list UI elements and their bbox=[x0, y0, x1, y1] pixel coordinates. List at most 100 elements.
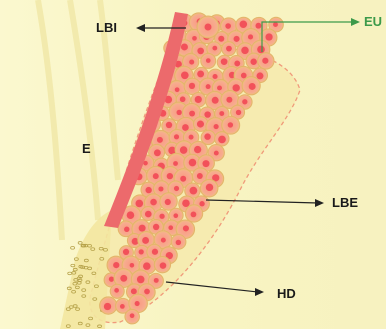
cell-nucleus bbox=[113, 262, 119, 268]
cell-nucleus bbox=[249, 83, 256, 90]
cell-nucleus bbox=[192, 36, 197, 41]
cell-nucleus bbox=[120, 304, 125, 309]
cell-nucleus bbox=[242, 99, 247, 104]
cell-nucleus bbox=[139, 225, 146, 232]
cell-nucleus bbox=[160, 262, 167, 269]
cell-nucleus bbox=[182, 199, 190, 207]
cell-nucleus bbox=[189, 135, 194, 140]
cell-nucleus bbox=[120, 275, 127, 282]
cell-nucleus bbox=[221, 58, 228, 65]
cell-nucleus bbox=[166, 122, 172, 128]
cell-nucleus bbox=[197, 70, 204, 77]
cell-nucleus bbox=[180, 176, 186, 182]
cell-nucleus bbox=[168, 225, 173, 230]
cell-nucleus bbox=[182, 124, 189, 131]
cell-nucleus bbox=[123, 249, 129, 255]
cell-nucleus bbox=[130, 313, 135, 318]
cell-nucleus bbox=[189, 83, 195, 89]
cell-nucleus bbox=[226, 46, 232, 52]
cell-nucleus bbox=[197, 121, 204, 128]
cell-nucleus bbox=[204, 133, 210, 139]
cell-nucleus bbox=[197, 48, 204, 55]
cell-nucleus bbox=[248, 34, 253, 39]
cell-nucleus bbox=[232, 84, 239, 91]
cell-nucleus bbox=[175, 87, 180, 92]
cell-nucleus bbox=[189, 59, 194, 64]
cell-nucleus bbox=[159, 214, 164, 219]
cell-nucleus bbox=[153, 224, 159, 230]
cell-nucleus bbox=[145, 211, 152, 218]
label-hd: HD bbox=[277, 286, 296, 301]
cell-nucleus bbox=[205, 24, 212, 31]
cell-nucleus bbox=[250, 59, 256, 65]
cell-nucleus bbox=[174, 186, 179, 191]
cell-nucleus bbox=[130, 263, 135, 268]
cell-nucleus bbox=[180, 146, 188, 154]
cell-nucleus bbox=[161, 238, 166, 243]
label-lbe: LBE bbox=[332, 195, 358, 210]
cell-nucleus bbox=[174, 134, 179, 139]
cell-nucleus bbox=[139, 249, 144, 254]
cell-nucleus bbox=[180, 96, 186, 102]
label-e: E bbox=[82, 141, 91, 156]
cell-nucleus bbox=[194, 146, 201, 153]
cell-nucleus bbox=[228, 122, 233, 127]
cell-nucleus bbox=[181, 71, 189, 79]
cell-nucleus bbox=[218, 136, 226, 144]
cell-nucleus bbox=[176, 240, 181, 245]
cell-nucleus bbox=[219, 111, 224, 116]
cell-nucleus bbox=[257, 46, 265, 54]
label-lbi: LBI bbox=[96, 20, 117, 35]
cell-nucleus bbox=[199, 201, 204, 206]
cell-nucleus bbox=[206, 184, 213, 191]
cell-nucleus bbox=[236, 110, 241, 115]
cell-nucleus bbox=[167, 173, 173, 179]
cell-nucleus bbox=[144, 289, 150, 295]
cell-nucleus bbox=[206, 84, 211, 89]
cell-nucleus bbox=[135, 301, 140, 306]
cell-nucleus bbox=[226, 97, 232, 103]
cell-nucleus bbox=[218, 36, 224, 42]
cell-nucleus bbox=[240, 20, 248, 28]
cell-nucleus bbox=[257, 72, 264, 79]
cell-nucleus bbox=[204, 111, 210, 117]
cell-nucleus bbox=[165, 199, 171, 205]
cell-nucleus bbox=[255, 23, 261, 29]
cell-nucleus bbox=[152, 249, 158, 255]
cell-nucleus bbox=[262, 58, 268, 64]
cell-nucleus bbox=[213, 74, 218, 79]
cell-nucleus bbox=[135, 200, 143, 208]
cell-nucleus bbox=[173, 161, 178, 166]
cell-nucleus bbox=[154, 278, 159, 283]
cell-nucleus bbox=[191, 212, 197, 218]
cell-nucleus bbox=[214, 124, 219, 129]
cell-nucleus bbox=[154, 149, 161, 156]
cell-nucleus bbox=[173, 213, 178, 218]
cell-nucleus bbox=[202, 160, 209, 167]
cell-nucleus bbox=[127, 211, 135, 219]
cell-nucleus bbox=[189, 159, 197, 167]
cell-nucleus bbox=[197, 173, 203, 179]
cell-nucleus bbox=[181, 43, 188, 50]
cell-nucleus bbox=[273, 22, 278, 27]
cell-nucleus bbox=[206, 58, 211, 63]
cell-nucleus bbox=[114, 288, 119, 293]
cell-nucleus bbox=[153, 173, 159, 179]
cell-nucleus bbox=[150, 199, 157, 206]
cell-nucleus bbox=[214, 151, 219, 156]
cell-nucleus bbox=[143, 262, 151, 270]
cell-nucleus bbox=[109, 277, 114, 282]
cell-nucleus bbox=[176, 110, 181, 115]
cell-nucleus bbox=[265, 33, 272, 40]
cell-nucleus bbox=[234, 36, 240, 42]
cell-nucleus bbox=[189, 111, 195, 117]
cell-nucleus bbox=[190, 187, 198, 195]
cell-nucleus bbox=[104, 303, 111, 310]
cell-nucleus bbox=[137, 276, 145, 284]
cell-nucleus bbox=[158, 186, 163, 191]
cell-nucleus bbox=[217, 85, 222, 90]
cell-nucleus bbox=[145, 187, 151, 193]
cell-nucleus bbox=[131, 288, 137, 294]
